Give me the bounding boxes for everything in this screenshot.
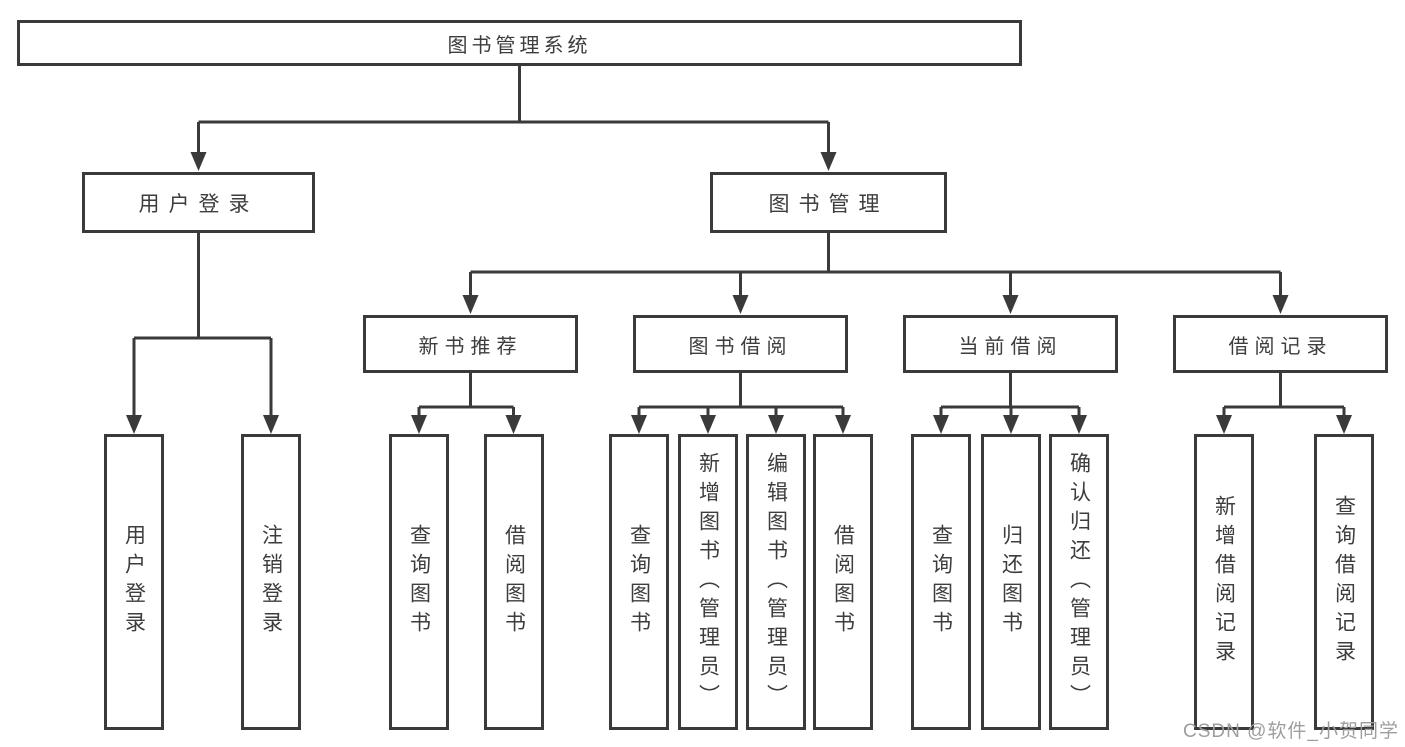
connector-book-borrow-to-leaves <box>631 373 851 434</box>
node-leaf-return-books: 归还图书 <box>981 434 1041 730</box>
arrow-down-icon <box>933 415 949 434</box>
arrow-down-icon <box>631 415 647 434</box>
node-leaf-query-books-current: 查询图书 <box>911 434 971 730</box>
node-label: 查询图书 <box>407 524 431 640</box>
arrow-down-icon <box>768 415 784 434</box>
node-current-borrowing: 当前借阅 <box>903 315 1118 373</box>
arrow-down-icon <box>1272 295 1289 314</box>
node-leaf-logout: 注销登录 <box>241 434 301 730</box>
node-label: 当前借阅 <box>958 335 1063 358</box>
arrow-down-icon <box>820 152 837 171</box>
node-book-borrowing: 图书借阅 <box>633 315 848 373</box>
node-library-system: 图书管理系统 <box>17 20 1022 66</box>
node-leaf-borrow-books: 借阅图书 <box>813 434 873 730</box>
arrow-down-icon <box>462 295 479 314</box>
connector-root-to-level2 <box>190 65 837 171</box>
node-leaf-query-borrow-record: 查询借阅记录 <box>1314 434 1374 730</box>
node-borrowing-records: 借阅记录 <box>1173 315 1388 373</box>
node-label: 注销登录 <box>259 524 283 640</box>
node-new-book-recommendation: 新书推荐 <box>363 315 578 373</box>
node-label: 查询借阅记录 <box>1332 495 1356 669</box>
node-leaf-query-books-borrow: 查询图书 <box>609 434 669 730</box>
arrow-down-icon <box>505 415 522 434</box>
node-label: 新增借阅记录 <box>1212 495 1236 669</box>
node-label: 查询图书 <box>929 524 953 640</box>
arrow-down-icon <box>1216 415 1232 434</box>
connector-borrow-records-to-leaves <box>1216 373 1352 434</box>
arrow-down-icon <box>126 415 142 434</box>
arrow-down-icon <box>263 415 279 434</box>
node-book-management: 图书管理 <box>710 172 947 233</box>
node-label: 图书借阅 <box>688 335 793 358</box>
connector-new-book-to-leaves <box>411 373 522 434</box>
node-label: 新增图书（管理员） <box>696 451 720 713</box>
csdn-watermark: CSDN @软件_小贺同学 <box>1183 721 1399 742</box>
arrow-down-icon <box>1336 415 1352 434</box>
arrow-down-icon <box>411 415 427 434</box>
arrow-down-icon <box>732 295 749 314</box>
node-label: 借阅图书 <box>502 524 526 640</box>
node-leaf-user-login: 用户登录 <box>104 434 164 730</box>
connector-book-mgmt-to-level3 <box>462 233 1289 314</box>
arrow-down-icon <box>1003 415 1019 434</box>
arrow-down-icon <box>700 415 716 434</box>
node-leaf-borrow-books-recommend: 借阅图书 <box>484 434 544 730</box>
node-label: 用户登录 <box>138 192 259 216</box>
arrow-down-icon <box>1071 415 1087 434</box>
connector-user-login-to-leaves <box>126 233 279 434</box>
node-leaf-edit-books-admin: 编辑图书（管理员） <box>746 434 806 730</box>
node-label: 借阅记录 <box>1228 335 1333 358</box>
node-leaf-add-borrow-record: 新增借阅记录 <box>1194 434 1254 730</box>
arrow-down-icon <box>1002 295 1019 314</box>
node-user-login: 用户登录 <box>82 172 315 233</box>
node-leaf-confirm-return-admin: 确认归还（管理员） <box>1049 434 1109 730</box>
connector-current-borrow-to-leaves <box>933 373 1087 434</box>
node-label: 归还图书 <box>999 524 1023 640</box>
node-label: 新书推荐 <box>418 335 523 358</box>
node-label: 用户登录 <box>122 524 146 640</box>
node-label: 编辑图书（管理员） <box>764 451 788 713</box>
node-leaf-add-books-admin: 新增图书（管理员） <box>678 434 738 730</box>
node-label: 图书管理 <box>768 192 889 216</box>
node-label: 图书管理系统 <box>447 34 592 57</box>
node-label: 确认归还（管理员） <box>1067 451 1091 713</box>
node-label: 借阅图书 <box>831 524 855 640</box>
arrow-down-icon <box>190 152 207 171</box>
arrow-down-icon <box>835 415 851 434</box>
node-leaf-query-books-recommend: 查询图书 <box>389 434 449 730</box>
node-label: 查询图书 <box>627 524 651 640</box>
